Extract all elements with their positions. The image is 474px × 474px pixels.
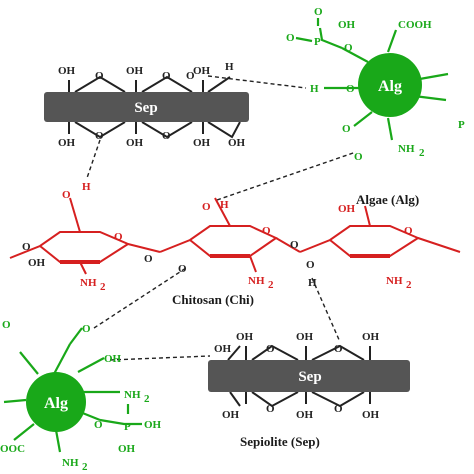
svg-text:H: H [225,61,234,73]
svg-text:OH: OH [193,137,211,149]
svg-text:O: O [286,32,295,44]
svg-text:P: P [458,119,465,131]
svg-text:OH: OH [236,331,254,343]
svg-text:OH: OH [338,203,356,215]
svg-text:2: 2 [144,393,150,405]
svg-text:O: O [178,263,187,275]
svg-text:H: H [310,83,319,95]
svg-text:O: O [314,6,323,18]
svg-text:O: O [82,323,91,335]
algae-top-label: Alg [378,78,402,95]
svg-text:OH: OH [58,65,76,77]
svg-text:NH: NH [248,275,265,287]
svg-text:2: 2 [419,147,425,159]
svg-text:O: O [266,403,275,415]
svg-text:2: 2 [268,279,274,291]
svg-text:OH: OH [126,65,144,77]
svg-text:O: O [334,343,343,355]
svg-text:O: O [202,201,211,213]
svg-text:O: O [114,231,123,243]
svg-text:NH: NH [386,275,403,287]
svg-text:OH: OH [296,331,314,343]
algae-top-circle [358,53,422,117]
svg-text:O: O [95,130,104,142]
svg-text:OH: OH [338,19,356,31]
svg-text:O: O [162,130,171,142]
svg-text:OH: OH [362,409,380,421]
svg-text:O: O [94,419,103,431]
sepiolite-block-bottom: Sep OH OH O OH O OH OH O OH O OH [208,331,410,421]
sepiolite-bottom-rect [208,360,410,392]
svg-text:O: O [404,225,413,237]
svg-text:O: O [344,42,353,54]
svg-text:O: O [186,70,195,82]
svg-text:OH: OH [362,331,380,343]
sepiolite-top-label: Sep [134,100,157,116]
svg-text:O: O [346,83,355,95]
sepiolite-bottom-label: Sep [298,369,321,385]
svg-text:COOH: COOH [398,19,432,31]
svg-text:OH: OH [144,419,162,431]
sepiolite-block-top: Sep OH OH OH O O O H OH OH OH OH O O [44,61,249,149]
svg-text:O: O [162,70,171,82]
svg-text:2: 2 [100,281,106,293]
svg-text:H: H [220,199,229,211]
algae-label: Algae (Alg) [356,192,419,207]
algae-sphere-bottom: Alg O O OH NH 2 O P OH O OH NH 2 OOC [0,319,162,473]
algae-sphere-top: Alg COOH O P O O OH H O O O NH 2 P [286,6,465,163]
sepiolite-top-rect [44,92,249,122]
algae-bottom-label: Alg [44,395,68,412]
svg-text:O: O [22,241,31,253]
svg-text:OH: OH [296,409,314,421]
svg-text:O: O [262,225,271,237]
svg-text:2: 2 [406,279,412,291]
svg-text:OH: OH [228,137,246,149]
svg-text:OH: OH [118,443,136,455]
sepiolite-label: Sepiolite (Sep) [240,434,320,449]
svg-text:OH: OH [104,353,122,365]
svg-text:O: O [266,343,275,355]
svg-text:O: O [95,70,104,82]
svg-text:O: O [62,189,71,201]
svg-text:NH: NH [124,389,141,401]
svg-text:O: O [2,319,11,331]
svg-text:P: P [314,36,321,48]
svg-text:OOC: OOC [0,443,25,455]
svg-text:2: 2 [82,461,88,473]
svg-text:NH: NH [80,277,97,289]
algae-bottom-circle [26,372,86,432]
svg-text:OH: OH [193,65,211,77]
svg-text:O: O [306,259,315,271]
svg-text:H: H [308,277,317,289]
svg-text:NH: NH [62,457,79,469]
svg-text:NH: NH [398,143,415,155]
chitosan-label: Chitosan (Chi) [172,292,254,307]
svg-text:OH: OH [28,257,46,269]
svg-text:O: O [290,239,299,251]
svg-text:O: O [354,151,363,163]
svg-text:P: P [124,421,131,433]
svg-text:OH: OH [222,409,240,421]
svg-text:O: O [144,253,153,265]
svg-text:OH: OH [214,343,232,355]
svg-text:OH: OH [58,137,76,149]
chitosan-chain: O H O O H O OH O NH 2 NH 2 NH 2 O OH O O… [9,181,461,293]
svg-text:OH: OH [126,137,144,149]
svg-text:O: O [342,123,351,135]
svg-text:O: O [334,403,343,415]
svg-text:H: H [82,181,91,193]
hydrogen-bonds [86,75,357,361]
